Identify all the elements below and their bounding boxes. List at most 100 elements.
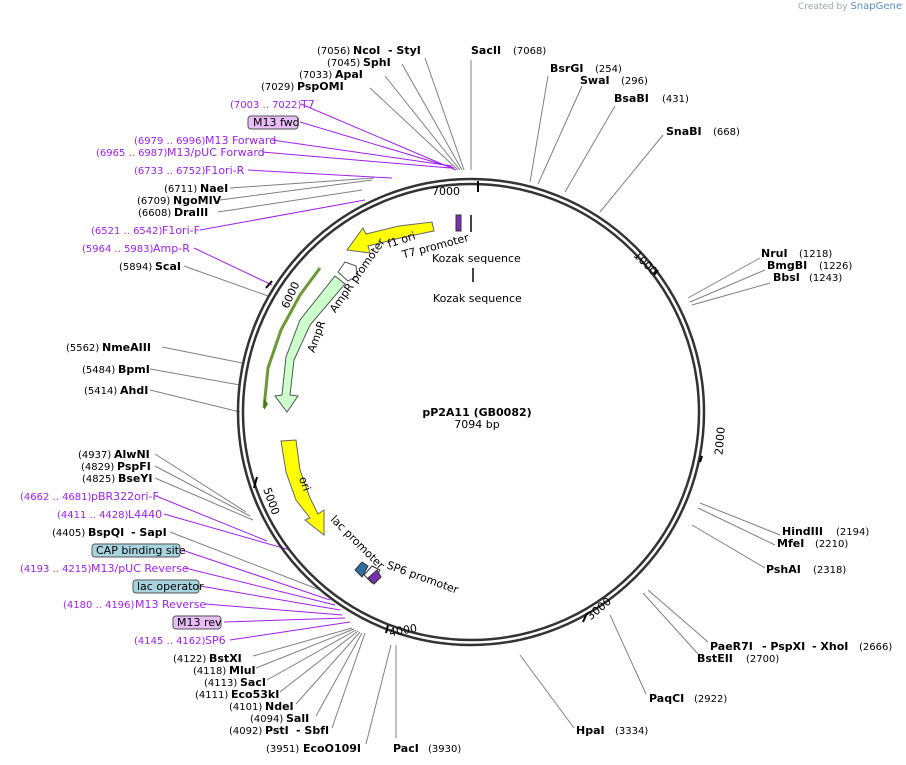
mfei-name: MfeI xyxy=(777,537,804,550)
snapgene-credit: Created by SnapGene xyxy=(798,1,902,12)
sphi-pos: (7045) xyxy=(327,58,360,69)
saci-name: SacI xyxy=(240,676,266,689)
sp6-primer-pos: (4145 .. 4162) xyxy=(134,636,206,647)
sp6-promoter-label: SP6 promoter xyxy=(385,559,461,597)
bseyi-pos: (4825) xyxy=(82,474,115,485)
sapi-name: - SapI xyxy=(131,526,167,539)
ori-label: ori xyxy=(296,475,313,493)
pspfi-name: PspFI xyxy=(117,460,151,473)
paer7i-name: PaeR7I xyxy=(710,640,753,653)
sp6-feature xyxy=(367,569,382,585)
cap-binding-site-box xyxy=(91,543,181,558)
sp6-primer-name: SP6 xyxy=(205,634,226,647)
mfei-pos: (2210) xyxy=(815,539,848,550)
bbsi-pos: (1243) xyxy=(809,273,842,284)
hpai-pos: (3334) xyxy=(615,726,648,737)
draiii-pos: (6608) xyxy=(138,208,171,219)
eco0109i-name: EcoO109I xyxy=(303,742,361,755)
plasmid-length: 7094 bp xyxy=(454,418,499,431)
m13-puc-reverse-name: M13/pUC Reverse xyxy=(91,562,189,575)
m13-rev-label: M13 rev xyxy=(177,616,222,629)
kozak-label-1: Kozak sequence xyxy=(432,252,521,265)
kozak-label-2: Kozak sequence xyxy=(433,292,522,305)
nrui-name: NruI xyxy=(761,247,788,260)
m13-puc-forward-pos: (6965 .. 6987) xyxy=(96,148,168,159)
apai-pos: (7033) xyxy=(299,70,332,81)
bsrgi-name: BsrGI xyxy=(550,62,583,75)
backbone-outer xyxy=(236,177,706,647)
m13-reverse-pos: (4180 .. 4196) xyxy=(63,600,135,611)
apai-name: ApaI xyxy=(335,68,363,81)
nmeaiii-pos: (5562) xyxy=(66,343,99,354)
psti-pos: (4092) xyxy=(229,726,262,737)
paer7i-pos: (2666) xyxy=(859,642,892,653)
ahdi-name: AhdI xyxy=(120,384,148,397)
pspfi-pos: (4829) xyxy=(81,462,114,473)
snabi-name: SnaBI xyxy=(666,125,702,138)
f1ori-r-name: F1ori-R xyxy=(205,164,245,177)
naei-name: NaeI xyxy=(200,182,228,195)
nmeaiii-name: NmeAIII xyxy=(102,341,151,354)
credit-prefix: Created by xyxy=(798,2,848,12)
m13-forward-name: M13 Forward xyxy=(205,134,276,147)
pbr322ori-f-pos: (4662 .. 4681) xyxy=(20,492,92,503)
bspqi-name: BspQI xyxy=(88,526,124,539)
lac-cluster xyxy=(354,561,382,585)
psti-name: PstI xyxy=(265,724,289,737)
ncoi-pos: (7056) xyxy=(317,46,350,57)
ampr-primer-band xyxy=(262,267,322,409)
t7-promoter-feature xyxy=(455,214,462,232)
tick-5000: 5000 xyxy=(260,486,282,517)
pspomi-pos: (7029) xyxy=(261,82,294,93)
primer-lines xyxy=(155,103,457,641)
ori-feature xyxy=(280,439,325,537)
pspomi-name: PspOMI xyxy=(297,80,344,93)
pshai-pos: (2318) xyxy=(813,565,846,576)
nrui-pos: (1218) xyxy=(799,249,832,260)
bspqi-pos: (4405) xyxy=(52,528,85,539)
t7-primer-name: T7 xyxy=(300,98,315,111)
paci-name: PacI xyxy=(393,742,419,755)
plasmid-name: pP2A11 (GB0082) xyxy=(422,406,531,419)
bstxi-name: BstXI xyxy=(209,652,242,665)
bpmi-pos: (5484) xyxy=(82,365,115,376)
m13-puc-reverse-pos: (4193 .. 4215) xyxy=(20,564,92,575)
ampr-feature xyxy=(274,275,346,413)
backbone-inner xyxy=(241,182,701,642)
m13-rev-box xyxy=(172,615,222,630)
alwni-name: AlwNI xyxy=(114,448,150,461)
sali-pos: (4094) xyxy=(250,714,283,725)
hindiii-pos: (2194) xyxy=(836,527,869,538)
scai-name: ScaI xyxy=(155,260,181,273)
f1ori-r-pos: (6733 .. 6752) xyxy=(134,166,206,177)
sali-name: SalI xyxy=(286,712,309,725)
snapgene-logo: SnapGene xyxy=(850,1,902,12)
saci-pos: (4113) xyxy=(204,678,237,689)
ampr-promoter-feature xyxy=(337,261,358,282)
swai-name: SwaI xyxy=(580,74,610,87)
ncoi-name: NcoI xyxy=(353,44,380,57)
scale-ticks xyxy=(253,181,703,634)
amp-r-pos: (5964 .. 5983) xyxy=(82,244,154,255)
f1ori-f-pos: (6521 .. 6542) xyxy=(91,226,163,237)
swai-pos: (296) xyxy=(621,76,648,87)
hpai-name: HpaI xyxy=(576,724,605,737)
hindiii-name: HindIII xyxy=(782,525,823,538)
bsteii-name: BstEII xyxy=(697,652,733,665)
eco53ki-name: Eco53kI xyxy=(231,688,279,701)
sbfi-name: - SbfI xyxy=(296,724,329,737)
snabi-pos: (668) xyxy=(713,127,740,138)
styi-name: - StyI xyxy=(388,44,421,57)
bbsi-name: BbsI xyxy=(773,271,800,284)
lac-operator-feature xyxy=(354,561,369,578)
ampr-primer-tip xyxy=(264,398,268,410)
sacii-name: SacII xyxy=(471,44,501,57)
sphi-name: SphI xyxy=(363,56,391,69)
paqci-pos: (2922) xyxy=(694,694,727,705)
l4440-pos: (4411 .. 4428) xyxy=(57,510,129,521)
tick-4000: 4000 xyxy=(388,622,418,640)
l4440-name: L4440 xyxy=(128,508,162,521)
bsabi-pos: (431) xyxy=(662,94,689,105)
bstxi-pos: (4122) xyxy=(173,654,206,665)
